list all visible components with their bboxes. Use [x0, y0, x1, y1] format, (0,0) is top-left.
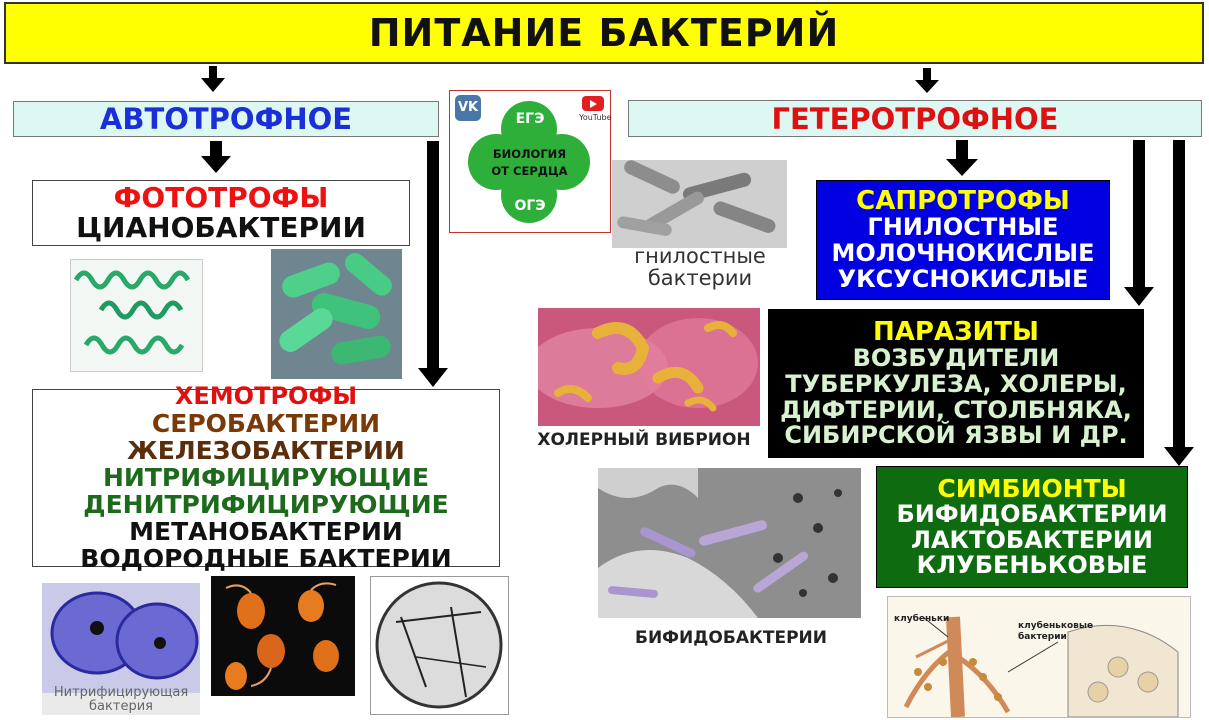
chemotrophs-item-6: ВОДОРОДНЫЕ БАКТЕРИИ [80, 543, 452, 573]
vk-icon: VK [458, 100, 479, 115]
root-nodules-image: клубеньки клубеньковые бактерии [887, 596, 1191, 718]
parasites-box: ПАРАЗИТЫ ВОЗБУДИТЕЛИ ТУБЕРКУЛЕЗА, ХОЛЕРЫ… [768, 309, 1144, 458]
page-title-text: ПИТАНИЕ БАКТЕРИЙ [368, 11, 840, 55]
autotrophic-label: АВТОТРОФНОЕ [13, 101, 439, 137]
parasites-heading: ПАРАЗИТЫ [873, 316, 1039, 347]
symbionts-item-2: ЛАКТОБАКТЕРИИ [911, 525, 1153, 554]
nodule-bacteria-label-2: бактерии [1018, 632, 1067, 642]
putrefactive-caption-line-2: бактерии [647, 266, 753, 291]
phototrophs-box: ФОТОТРОФЫ ЦИАНОБАКТЕРИИ [32, 180, 410, 246]
arrow-heterotrophic-to-saprotrophs [946, 140, 978, 176]
arrow-heterotrophic-to-symbionts [1164, 140, 1194, 466]
iron-bacteria-image [370, 576, 509, 715]
symbionts-item-3: КЛУБЕНЬКОВЫЕ [916, 551, 1148, 580]
chemotrophs-item-4: ДЕНИТРИФИЦИРУЮЩИЕ [83, 489, 449, 519]
phototrophs-item: ЦИАНОБАКТЕРИИ [76, 211, 366, 244]
parasites-item-2: ТУБЕРКУЛЕЗА, ХОЛЕРЫ, [785, 369, 1127, 398]
nitrifying-caption: Нитрифицирующая бактерия [42, 685, 200, 715]
arrow-title-to-heterotrophic [915, 68, 939, 93]
bifidobacteria-image [598, 468, 861, 618]
parasites-item-4: СИБИРСКОЙ ЯЗВЫ И ДР. [784, 421, 1128, 450]
symbionts-box: СИМБИОНТЫ БИФИДОБАКТЕРИИ ЛАКТОБАКТЕРИИ К… [876, 466, 1188, 588]
cholera-vibrio-image [538, 308, 760, 426]
phototrophs-heading: ФОТОТРОФЫ [113, 180, 329, 214]
page-title: ПИТАНИЕ БАКТЕРИЙ [4, 2, 1204, 64]
nodule-bacteria-label-1: клубеньковые [1018, 621, 1094, 631]
putrefactive-bacteria-image [612, 160, 787, 248]
saprotrophs-item-1: ГНИЛОСТНЫЕ [867, 213, 1059, 242]
chemotrophs-item-2: ЖЕЛЕЗОБАКТЕРИИ [127, 435, 405, 465]
clover-logo-icon [455, 95, 604, 223]
saprotrophs-box: САПРОТРОФЫ ГНИЛОСТНЫЕ МОЛОЧНОКИСЛЫЕ УКСУ… [816, 180, 1110, 300]
chemotrophs-item-3: НИТРИФИЦИРУЮЩИЕ [102, 462, 430, 492]
bifidobacteria-caption: БИФИДОБАКТЕРИИ [635, 628, 827, 648]
nitrifying-caption-line-2: бактерия [89, 699, 153, 715]
heterotrophic-label: ГЕТЕРОТРОФНОЕ [628, 100, 1202, 137]
chemotrophs-item-5: МЕТАНОБАКТЕРИИ [129, 516, 403, 546]
cholera-caption: ХОЛЕРНЫЙ ВИБРИОН [537, 430, 751, 450]
orange-bacteria-image [211, 576, 355, 696]
chemotrophs-heading: ХЕМОТРОФЫ [174, 382, 358, 411]
arrow-autotrophic-to-phototrophs [201, 141, 231, 173]
youtube-label: YouTube [579, 113, 612, 122]
arrow-autotrophic-to-chemotrophs [418, 141, 448, 387]
chemotrophs-box: ХЕМОТРОФЫ СЕРОБАКТЕРИИ ЖЕЛЕЗОБАКТЕРИИ НИ… [32, 383, 500, 572]
logo-top: ЕГЭ [515, 111, 545, 127]
autotrophic-label-text: АВТОТРОФНОЕ [99, 102, 353, 136]
logo-middle-1: БИОЛОГИЯ [492, 147, 567, 161]
cyanobacteria-spiral-image [70, 259, 203, 372]
parasites-item-1: ВОЗБУДИТЕЛИ [852, 343, 1060, 372]
logo-bottom: ОГЭ [514, 198, 546, 214]
saprotrophs-item-2: МОЛОЧНОКИСЛЫЕ [831, 239, 1095, 268]
symbionts-heading: СИМБИОНТЫ [937, 473, 1127, 503]
nitrifying-bacterium-image [42, 583, 200, 715]
symbionts-item-1: БИФИДОБАКТЕРИИ [896, 499, 1168, 528]
chemotrophs-item-1: СЕРОБАКТЕРИИ [151, 408, 381, 438]
arrow-heterotrophic-to-parasites [1124, 140, 1154, 306]
saprotrophs-heading: САПРОТРОФЫ [856, 186, 1070, 217]
arrow-title-to-autotrophic [201, 66, 225, 92]
putrefactive-caption-line-1: гнилостные [634, 244, 766, 268]
logo-badge: VK YouTube ЕГЭ БИОЛОГИЯ ОТ СЕРДЦА ОГЭ [449, 90, 612, 233]
logo-middle-2: ОТ СЕРДЦА [491, 164, 568, 178]
heterotrophic-label-text: ГЕТЕРОТРОФНОЕ [771, 101, 1059, 136]
parasites-item-3: ДИФТЕРИИ, СТОЛБНЯКА, [780, 395, 1132, 424]
putrefactive-caption: гнилостные бактерии [614, 245, 786, 289]
nodules-label: клубеньки [894, 614, 950, 624]
cyanobacteria-rods-image [271, 249, 402, 379]
nitrifying-caption-line-1: Нитрифицирующая [53, 685, 189, 700]
saprotrophs-item-3: УКСУСНОКИСЛЫЕ [837, 264, 1089, 293]
